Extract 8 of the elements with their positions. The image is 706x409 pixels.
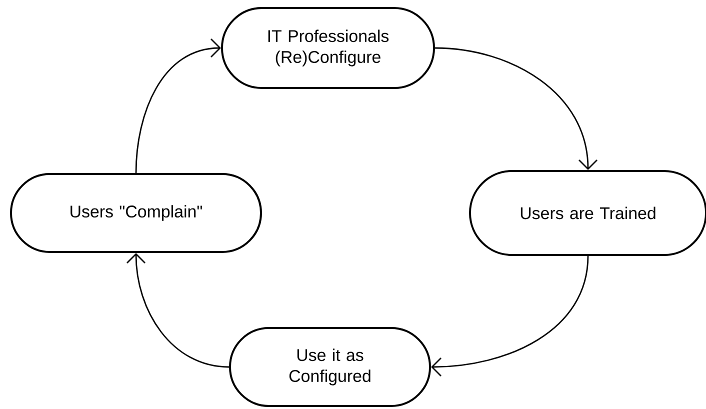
- state-box: Use it as Configured: [229, 327, 431, 407]
- arrow: [434, 47, 598, 170]
- state-box: IT Professionals (Re)Configure: [221, 7, 435, 89]
- state-box: Users are Trained: [469, 170, 706, 256]
- state-box: Users "Complain": [10, 173, 262, 253]
- arrow: [135, 38, 221, 174]
- arrow: [431, 256, 589, 376]
- arrow: [126, 253, 230, 368]
